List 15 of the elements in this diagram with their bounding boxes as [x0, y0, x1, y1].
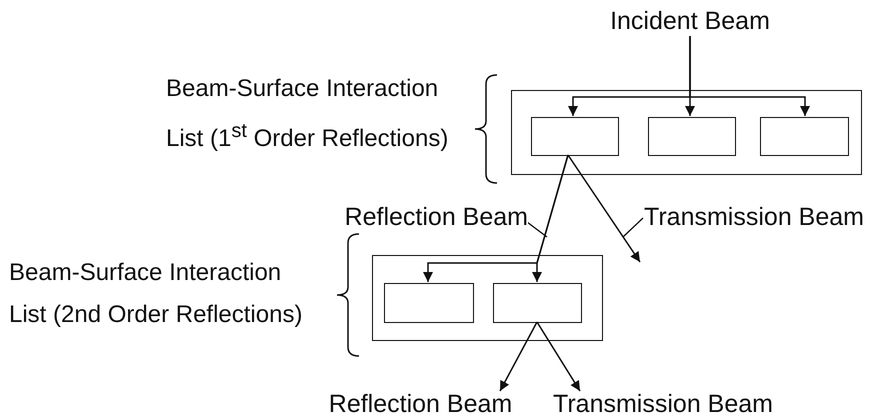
- beam-label: Reflection Beam: [328, 390, 512, 416]
- arrow: [499, 322, 538, 392]
- empty-box: [760, 117, 849, 156]
- list-heading: Beam-Surface Interaction List (1$^{st}$ Order Reflections): [166, 74, 450, 154]
- beam-label: Transmission Beam: [553, 390, 773, 416]
- arrow: [567, 154, 641, 262]
- list-heading: Beam-Surface Interaction List (2nd Order Reflections): [9, 258, 304, 330]
- arrow: [536, 322, 581, 392]
- arrow: [532, 154, 569, 282]
- arrow: [689, 36, 810, 116]
- beam-label: Incident Beam: [610, 8, 770, 34]
- empty-box: [384, 283, 474, 323]
- empty-box: [493, 283, 582, 323]
- empty-box: [531, 117, 619, 156]
- empty-box: [648, 117, 736, 156]
